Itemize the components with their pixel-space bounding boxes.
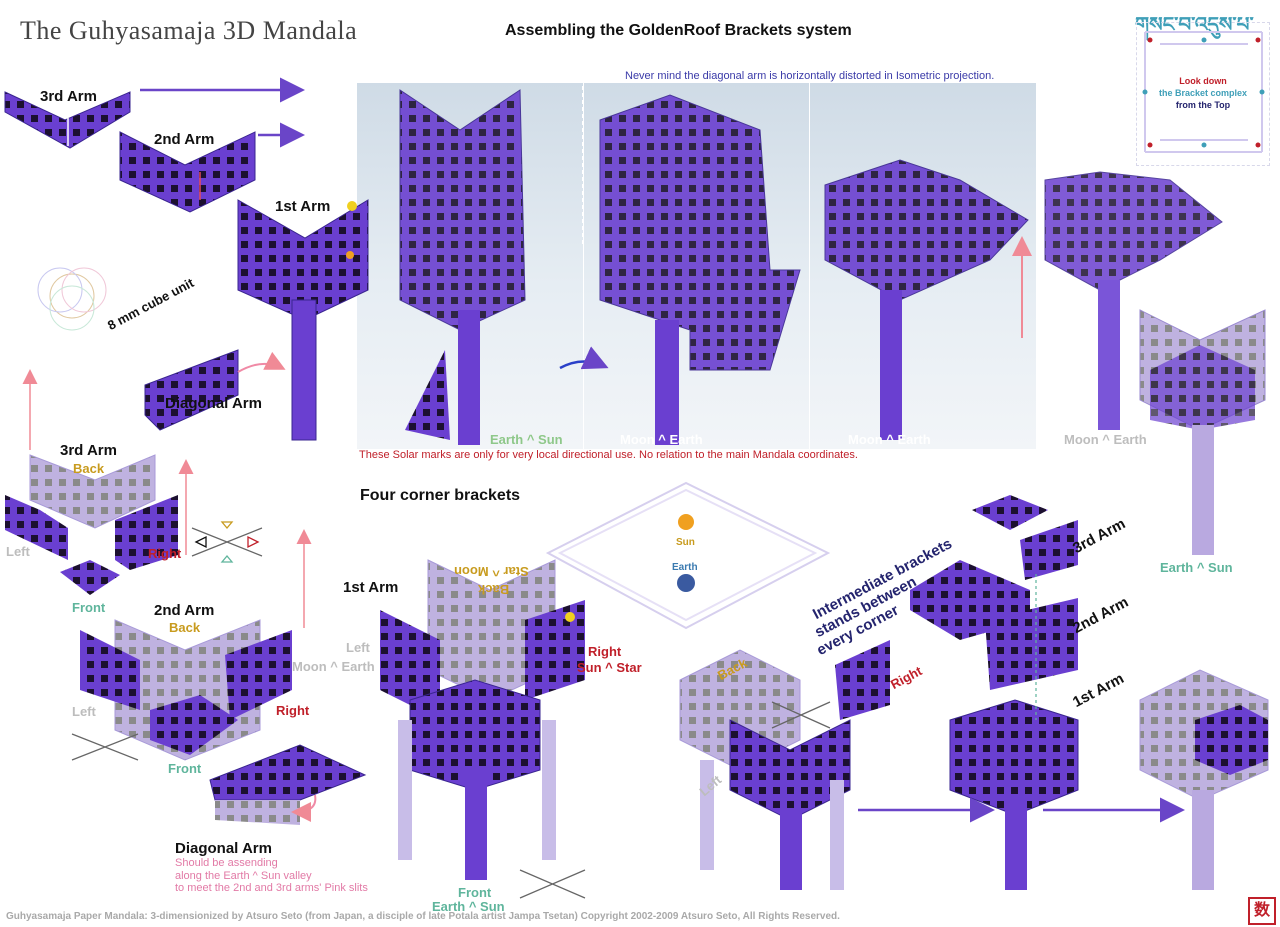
arrow-diagonal-bottom bbox=[291, 794, 317, 822]
photo1-bracket bbox=[399, 89, 526, 445]
diagonal-desc1: Should be assending bbox=[175, 857, 278, 869]
topview-line2: the Bracket complex bbox=[1158, 88, 1248, 98]
corner-sun-star: Sun ^ Star bbox=[577, 660, 642, 675]
corner-front: Front bbox=[458, 885, 492, 900]
topview-line1: Look down bbox=[1179, 76, 1227, 86]
assembly3-front: Front bbox=[72, 600, 106, 615]
assembly-3rd-arm bbox=[5, 454, 178, 595]
assembly2-back: Back bbox=[169, 620, 201, 635]
isometric-note: Never mind the diagonal arm is horizonta… bbox=[625, 70, 995, 82]
corner-title: Four corner brackets bbox=[360, 487, 521, 504]
photo3-bracket bbox=[824, 159, 1029, 440]
label-2nd-arm: 2nd Arm bbox=[154, 131, 215, 148]
assembly2-front: Front bbox=[168, 761, 202, 776]
assembly2-moon-earth: Moon ^ Earth bbox=[292, 659, 375, 674]
top-view-box: Look down the Bracket complex from the T… bbox=[1136, 22, 1270, 166]
final-bracket-right bbox=[1139, 669, 1269, 890]
assembly2-left: Left bbox=[72, 704, 96, 719]
photo2-caption: Moon ^ Earth bbox=[620, 432, 703, 447]
footer-copyright: Guhyasamaja Paper Mandala: 3-dimensioniz… bbox=[6, 911, 840, 922]
sun-label: Sun bbox=[676, 537, 695, 548]
corner-left: Left bbox=[346, 640, 370, 655]
page-heading: Assembling the GoldenRoof Brackets syste… bbox=[505, 22, 852, 39]
assembly3-right: Right bbox=[148, 546, 182, 561]
corner-right: Right bbox=[588, 644, 622, 659]
cube-unit-graphic bbox=[37, 267, 107, 331]
tibetan-script: གསང་བ་འདུས་པ་ bbox=[1135, 14, 1254, 36]
diagonal-title: Diagonal Arm bbox=[175, 840, 272, 857]
photo5-caption: Earth ^ Sun bbox=[1160, 560, 1233, 575]
top-view-dots bbox=[1142, 37, 1265, 148]
bracket-3rd-arm-left bbox=[4, 91, 131, 149]
artist-seal: 数 bbox=[1248, 897, 1276, 925]
photo2-bracket bbox=[599, 94, 801, 445]
diagonal-desc2: along the Earth ^ Sun valley bbox=[175, 870, 312, 882]
right-composite-bracket bbox=[1044, 171, 1266, 555]
bracket-1st-arm-left bbox=[237, 199, 369, 441]
assembly3-title: 3rd Arm bbox=[60, 442, 117, 459]
assembly2-right: Right bbox=[276, 703, 310, 718]
earth-symbol bbox=[677, 574, 695, 592]
compass-rosette-4 bbox=[771, 701, 831, 729]
diagonal-desc3: to meet the 2nd and 3rd arms' Pink slits bbox=[175, 882, 368, 894]
bracket-2nd-arm-left bbox=[119, 131, 256, 213]
intermediate-bracket-assembly bbox=[679, 640, 890, 890]
page-title: The Guhyasamaja 3D Mandala bbox=[20, 16, 358, 45]
sun-earth-diamond bbox=[545, 481, 831, 630]
compass-rosette-2 bbox=[71, 733, 139, 761]
assembly2-title: 2nd Arm bbox=[154, 602, 215, 619]
corner-earth-sun: Earth ^ Sun bbox=[432, 899, 505, 914]
solar-note: These Solar marks are only for very loca… bbox=[359, 449, 858, 461]
corner-star-moon: Star ^ Moon bbox=[454, 564, 529, 579]
photo3-caption: Moon ^ Earth bbox=[848, 432, 931, 447]
earth-label: Earth bbox=[672, 562, 698, 573]
topview-line3: from the Top bbox=[1175, 100, 1231, 110]
diagonal-arm-left bbox=[144, 349, 239, 431]
assembly3-back: Back bbox=[73, 461, 105, 476]
corner-bracket-center bbox=[380, 559, 585, 880]
sun-symbol bbox=[678, 514, 694, 530]
photo1-caption: Earth ^ Sun bbox=[490, 432, 563, 447]
top-view-pattern bbox=[1144, 31, 1263, 153]
label-3rd-arm: 3rd Arm bbox=[40, 88, 97, 105]
corner-back: Back bbox=[478, 582, 510, 597]
arrow-photo1 bbox=[559, 346, 609, 370]
arrow-diagonal bbox=[237, 351, 286, 373]
label-1st-arm: 1st Arm bbox=[275, 198, 331, 215]
photo4-caption: Moon ^ Earth bbox=[1064, 432, 1147, 447]
intermediate-arms-stack bbox=[910, 495, 1079, 890]
compass-rosette-3 bbox=[519, 869, 586, 899]
diagonal-arm-bottom bbox=[209, 744, 367, 825]
label-diagonal-arm: Diagonal Arm bbox=[165, 395, 262, 412]
compass-rosette-1 bbox=[191, 521, 263, 563]
corner-1st-arm: 1st Arm bbox=[343, 579, 399, 596]
assembly-2nd-arm bbox=[80, 619, 292, 761]
assembly3-left: Left bbox=[6, 544, 30, 559]
